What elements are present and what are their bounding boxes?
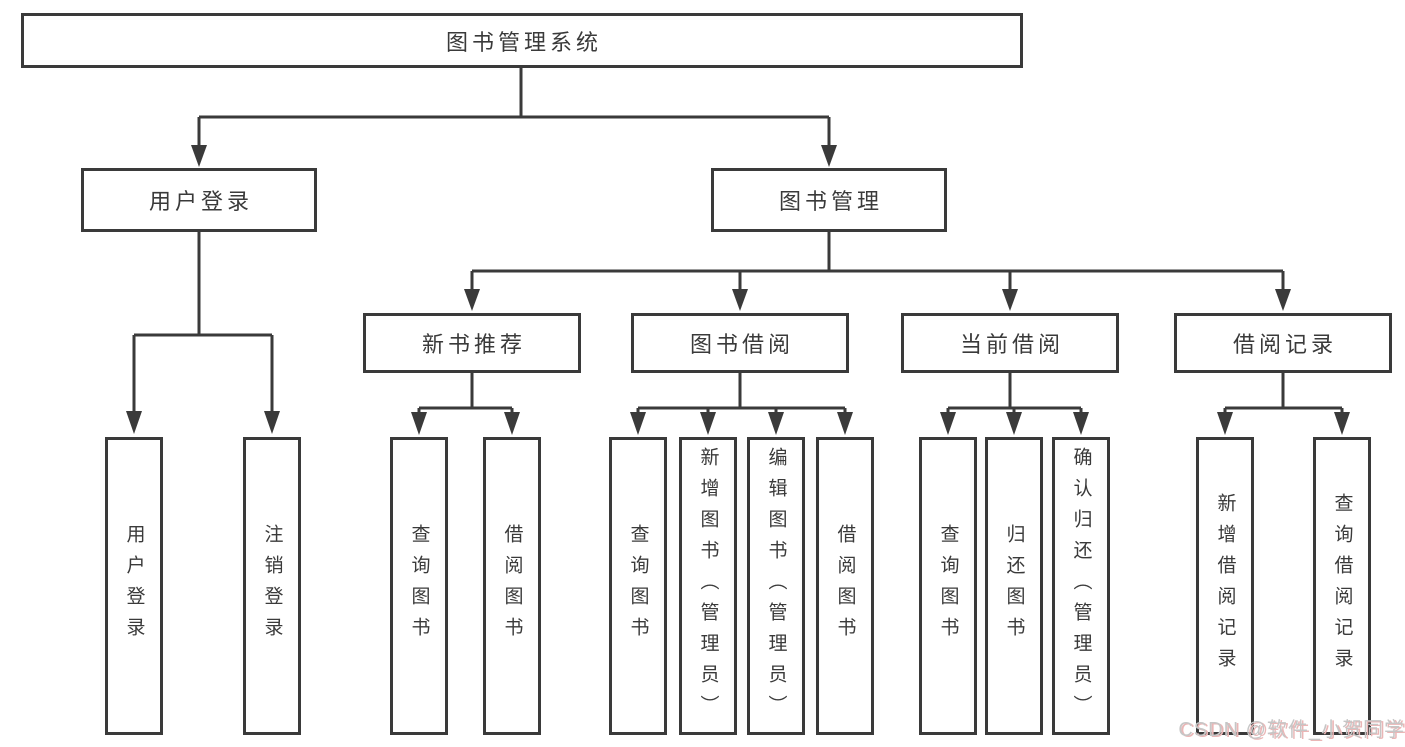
node-new-book-recommend: 新书推荐 (363, 313, 581, 373)
leaf-add-books-admin: 新增图书（管理员） (679, 437, 737, 735)
leaf-query-books-1: 查询图书 (390, 437, 448, 735)
leaf-borrow-books-1: 借阅图书 (483, 437, 541, 735)
leaf-add-borrow-record: 新增借阅记录 (1196, 437, 1254, 735)
node-label: 当前借阅 (959, 332, 1064, 357)
node-book-borrowing: 图书借阅 (631, 313, 849, 373)
leaf-confirm-return-admin: 确认归还（管理员） (1052, 437, 1110, 735)
node-label: 新书推荐 (421, 332, 526, 357)
leaf-user-login: 用户登录 (105, 437, 163, 735)
leaf-label: 新增借阅记录 (1214, 493, 1236, 679)
leaf-return-books: 归还图书 (985, 437, 1043, 735)
leaf-label: 归还图书 (1003, 524, 1025, 648)
leaf-logout: 注销登录 (243, 437, 301, 735)
leaf-query-books-2: 查询图书 (609, 437, 667, 735)
leaf-label: 借阅图书 (834, 524, 856, 648)
node-label: 图书借阅 (689, 332, 794, 357)
leaf-label: 查询图书 (937, 524, 959, 648)
node-label: 借阅记录 (1232, 332, 1337, 357)
node-current-borrowing: 当前借阅 (901, 313, 1119, 373)
node-label: 图书管理 (778, 189, 883, 214)
node-borrowing-records: 借阅记录 (1174, 313, 1392, 373)
csdn-watermark: CSDN @软件_小贺同学 (1178, 719, 1405, 741)
leaf-label: 编辑图书（管理员） (765, 446, 787, 726)
leaf-edit-books-admin: 编辑图书（管理员） (747, 437, 805, 735)
leaf-label: 查询图书 (408, 524, 430, 648)
leaf-label: 确认归还（管理员） (1070, 446, 1092, 726)
leaf-label: 借阅图书 (501, 524, 523, 648)
leaf-label: 查询借阅记录 (1331, 493, 1353, 679)
leaf-label: 查询图书 (627, 524, 649, 648)
leaf-label: 用户登录 (123, 524, 145, 648)
node-label: 用户登录 (148, 189, 253, 214)
leaf-label: 注销登录 (261, 524, 283, 648)
leaf-query-books-3: 查询图书 (919, 437, 977, 735)
leaf-borrow-books-2: 借阅图书 (816, 437, 874, 735)
node-label: 图书管理系统 (445, 29, 602, 55)
leaf-label: 新增图书（管理员） (697, 446, 719, 726)
leaf-query-borrow-record: 查询借阅记录 (1313, 437, 1371, 735)
node-library-management-system: 图书管理系统 (21, 13, 1023, 68)
node-user-login: 用户登录 (81, 168, 317, 232)
node-book-management: 图书管理 (711, 168, 947, 232)
